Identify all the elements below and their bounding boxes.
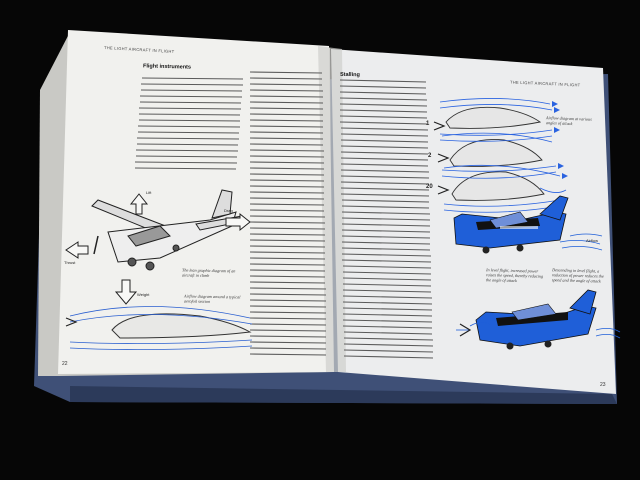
- aircraft-forces-illustration: [91, 189, 243, 271]
- left-caption-climb: The lean graphic diagram of an aircraft …: [181, 267, 236, 278]
- label-thrust: Thrust: [64, 260, 76, 265]
- label-airflow: Airflow: [586, 238, 599, 243]
- right-section-heading: Stalling: [339, 71, 360, 79]
- airfoil-label-3: 20: [426, 184, 433, 190]
- left-caption-airfoil: Airflow diagram around a typical aerofoi…: [183, 293, 241, 304]
- left-text-column-2: [249, 71, 327, 356]
- gutter-shadow: [318, 46, 346, 372]
- right-text-column-1: [339, 79, 434, 359]
- label-weight: Weight: [137, 292, 150, 297]
- blue-aircraft-descending: [456, 289, 621, 350]
- label-drag: Drag: [224, 208, 233, 213]
- left-page-number: 22: [62, 361, 68, 367]
- right-page-number: 23: [600, 382, 606, 388]
- right-airfoil-diagrams: [433, 98, 568, 213]
- airfoil-label-2: 2: [428, 153, 432, 159]
- force-arrows: [65, 193, 251, 305]
- blue-aircraft-climbing: [453, 195, 603, 254]
- book-cover-bottom-edge: [70, 386, 617, 404]
- left-section-heading: Flight instruments: [142, 63, 192, 71]
- label-lift: Lift: [146, 190, 152, 195]
- right-caption-level-flight: In level flight, increased power raises …: [485, 267, 544, 284]
- left-text-column-1: [134, 77, 244, 170]
- right-caption-descent: Descending in level flight, a reduction …: [551, 267, 604, 284]
- left-airfoil-diagram: [65, 306, 253, 350]
- right-caption-airfoil: Airflow diagram at various angles of att…: [545, 115, 592, 127]
- airfoil-label-1: 1: [426, 121, 430, 127]
